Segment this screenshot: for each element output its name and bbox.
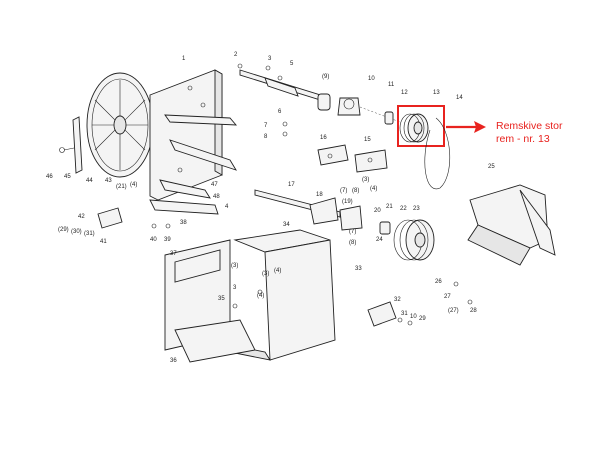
label-7: 7 xyxy=(264,123,268,129)
fan-wheel xyxy=(86,72,154,178)
label-3: 3 xyxy=(268,56,272,62)
label-12: 12 xyxy=(401,90,408,96)
label-25: 25 xyxy=(488,164,495,170)
label-18: 18 xyxy=(316,192,323,198)
fasteners xyxy=(151,63,473,326)
part-labels: 1 2 3 5 (9) 6 7 8 10 11 12 13 14 15 16 1… xyxy=(46,52,495,364)
label-30: (30) xyxy=(71,229,82,235)
label-39: 39 xyxy=(164,237,171,243)
label-21p: (21) xyxy=(116,184,127,190)
large-pulley xyxy=(399,113,429,143)
label-31: (31) xyxy=(84,231,95,237)
motor-pulley xyxy=(393,219,435,261)
label-44: 44 xyxy=(86,178,93,184)
label-40: 40 xyxy=(150,237,157,243)
label-42: 42 xyxy=(78,214,85,220)
label-23: 23 xyxy=(413,206,420,212)
main-frame xyxy=(149,69,238,215)
label-4b: (4) xyxy=(274,268,281,274)
label-29: (29) xyxy=(58,227,69,233)
label-24: 24 xyxy=(376,237,383,243)
label-17: 17 xyxy=(288,182,295,188)
plate-32 xyxy=(367,301,397,327)
label-46: 46 xyxy=(46,174,53,180)
label-36: 36 xyxy=(170,358,177,364)
label-8: 8 xyxy=(264,134,268,140)
highlight-box xyxy=(397,105,445,147)
bracket-41 xyxy=(97,207,123,229)
label-3b: (3) xyxy=(231,263,238,269)
label-19: (19) xyxy=(342,199,353,205)
label-4a: (4) xyxy=(370,186,377,192)
label-35: 35 xyxy=(218,296,225,302)
label-6: 6 xyxy=(278,109,282,115)
label-37: 37 xyxy=(170,251,177,257)
fan-blade-bar xyxy=(59,116,83,174)
label-27b: (27) xyxy=(448,308,459,314)
label-45: 45 xyxy=(64,174,71,180)
upper-shaft-assembly xyxy=(239,69,401,125)
label-48: 48 xyxy=(213,194,220,200)
label-14: 14 xyxy=(456,95,463,101)
label-4d: (4) xyxy=(130,182,137,188)
label-10: 10 xyxy=(368,76,375,82)
label-2: 2 xyxy=(234,52,238,58)
label-8b: (8) xyxy=(349,240,356,246)
label-38: 38 xyxy=(180,220,187,226)
label-33: 33 xyxy=(355,266,362,272)
label-43: 43 xyxy=(105,178,112,184)
label-5: 5 xyxy=(290,61,294,67)
label-3a: (3) xyxy=(362,177,369,183)
label-7a: (7) xyxy=(340,188,347,194)
bearing-brackets xyxy=(317,144,388,173)
label-4c: (4) xyxy=(257,293,264,299)
label-20: 20 xyxy=(374,208,381,214)
label-47: 47 xyxy=(211,182,218,188)
label-3c: (3) xyxy=(262,271,269,277)
label-27: 27 xyxy=(444,294,451,300)
label-10a: 10 xyxy=(410,314,417,320)
label-28: 28 xyxy=(470,308,477,314)
annotation-line-2: rem - nr. 13 xyxy=(496,133,550,145)
label-26: 26 xyxy=(435,279,442,285)
label-34: 34 xyxy=(283,222,290,228)
label-15: 15 xyxy=(364,137,371,143)
label-9: (9) xyxy=(322,74,329,80)
label-9a: 29 xyxy=(419,316,426,322)
lower-shaft-assembly xyxy=(254,189,391,235)
label-32: 32 xyxy=(394,297,401,303)
label-11: 11 xyxy=(388,82,395,88)
label-31a: 31 xyxy=(401,311,408,317)
label-3-stand: 3 xyxy=(233,285,237,291)
label-4-frame: 4 xyxy=(225,204,229,210)
label-13: 13 xyxy=(433,90,440,96)
belt-guard-cover xyxy=(467,184,556,266)
v-belt xyxy=(424,117,450,190)
label-8a: (8) xyxy=(352,188,359,194)
annotation-arrow xyxy=(446,121,486,133)
stand-frame xyxy=(164,229,336,363)
label-22: 22 xyxy=(400,206,407,212)
label-21: 21 xyxy=(386,204,393,210)
label-7b: (7) xyxy=(349,229,356,235)
label-41: 41 xyxy=(100,239,107,245)
annotation-text: Remskive stor rem - nr. 13 xyxy=(496,120,563,146)
annotation-line-1: Remskive stor xyxy=(496,120,563,132)
label-16: 16 xyxy=(320,135,327,141)
label-1: 1 xyxy=(182,56,186,62)
